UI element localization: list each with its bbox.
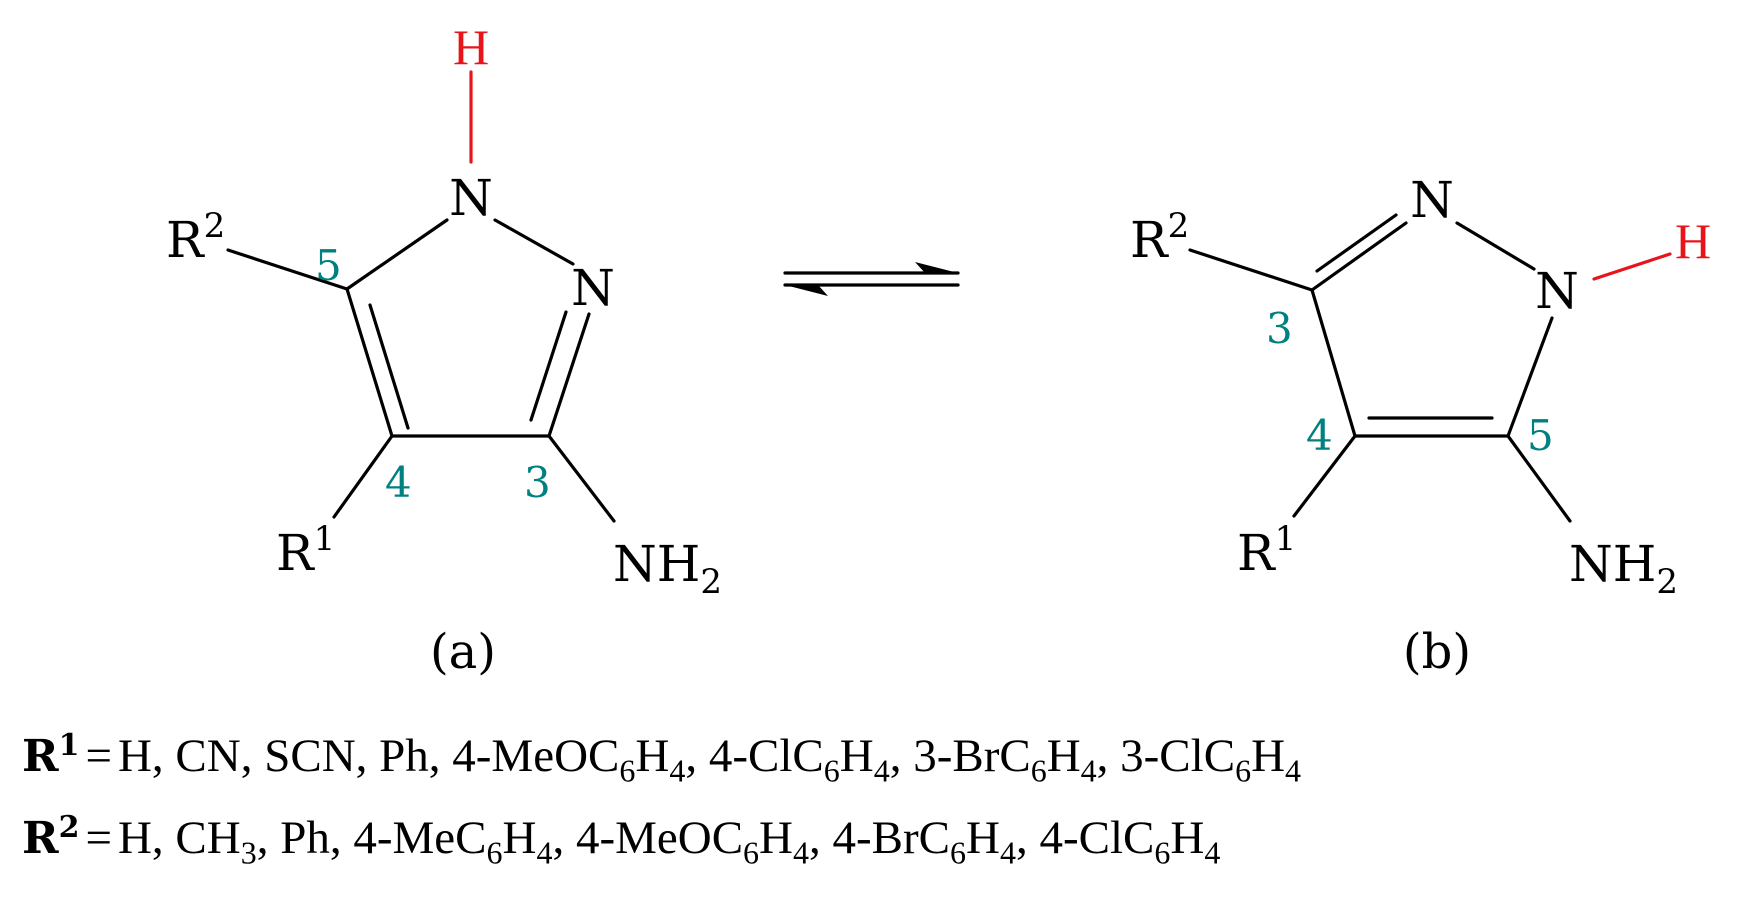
formula-text: H [502,812,537,864]
nh2-label-a: NH2 [613,535,722,602]
bond-c3-r2-b [1188,248,1314,292]
bond-c5-c4-a [345,287,394,438]
formula-subscript: 4 [1080,752,1097,789]
formula-text: H [839,730,874,782]
formula-text: , 4-ClC [685,730,824,782]
bond-n2-n1-b [1455,221,1536,271]
formula-text: H [635,730,670,782]
h-atom-b: H [1675,213,1711,269]
legend-r2: R2=H, CH3, Ph, 4-MeC6H4, 4-MeOC6H4, 4-Br… [22,810,1220,871]
formula-text: H, CH [117,812,241,864]
formula-text: H [1251,730,1286,782]
structure-b: N N H R2 R1 NH2 3 4 5 (b) [1130,171,1711,680]
position-3-b: 3 [1266,304,1293,353]
caption-b: (b) [1403,624,1471,680]
bond-n1-h-b [1592,252,1672,281]
formula-subscript: 6 [1235,752,1252,789]
formula-subscript: 4 [536,834,553,871]
bond-n1-c5-a [345,218,449,291]
formula-subscript: 6 [743,834,760,871]
bond-n1-n2-a [493,218,575,266]
formula-subscript: 6 [950,834,966,871]
bond-c3-nh2-a [547,434,616,523]
position-4-b: 4 [1306,411,1333,460]
r2-label-b: R2 [1130,206,1189,269]
bond-c5-c4-a-inner [368,303,410,430]
caption-a: (a) [430,624,496,680]
legend-r1-equals: = [85,730,112,782]
bond-c3-n2-b-inner [1315,213,1398,273]
nh2-label-b: NH2 [1569,535,1678,602]
bond-c5-nh2-b [1506,434,1572,523]
position-5-b: 5 [1527,411,1554,460]
formula-subscript: 6 [619,752,636,789]
legend-r1-label: R1 [22,728,80,782]
formula-subscript: 4 [1285,752,1302,789]
formula-text: , Ph, 4-MeC [256,812,487,864]
h-atom-a: H [453,19,489,75]
formula-text: H [1046,730,1081,782]
formula-text: , 3-BrC [889,730,1031,782]
forward-arrow-head [915,262,958,273]
n2-atom-b: N [1410,171,1454,229]
n1-atom-a: N [449,169,493,227]
legend-r1-values: H, CN, SCN, Ph, 4-MeOC6H4, 4-ClC6H4, 3-B… [117,730,1301,788]
equilibrium-arrows [783,262,960,296]
formula-text: H [759,812,793,864]
bond-c4-c3-b [1310,288,1357,438]
formula-subscript: 4 [873,752,890,789]
bond-n1-c5-b [1506,316,1554,438]
formula-text: H [966,812,1000,864]
legend-r1: R1=H, CN, SCN, Ph, 4-MeOC6H4, 4-ClC6H4, … [22,728,1301,789]
formula-text: , 4-ClC [1015,812,1155,864]
formula-text: , 4-BrC [809,812,950,864]
formula-text: , 3-ClC [1096,730,1236,782]
legend-r2-label: R2 [22,810,80,864]
bond-c4-r1-a [332,434,394,519]
formula-subscript: 6 [1154,834,1171,871]
bond-c3-n2-a [547,312,591,438]
position-4-a: 4 [385,458,412,507]
position-5-a: 5 [315,241,342,290]
formula-subscript: 6 [486,834,503,871]
formula-text: H [1170,812,1205,864]
legend-r2-equals: = [85,812,112,864]
r1-label-b: R1 [1237,519,1296,582]
n1-atom-b: N [1535,262,1579,320]
structure-a: H N N R2 R1 NH2 5 4 3 (a) [166,19,722,680]
n2-atom-a: N [571,259,615,317]
formula-text: H, CN, SCN, Ph, 4-MeOC [117,730,620,782]
formula-subscript: 4 [999,834,1016,871]
r1-label-a: R1 [276,519,335,582]
formula-subscript: 6 [823,752,840,789]
position-3-a: 3 [524,458,551,507]
bond-c3-n2-a-inner [529,310,568,422]
bond-c5-r2-a [226,248,349,291]
formula-subscript: 4 [793,834,809,871]
bond-c4-r1-b [1292,434,1357,518]
legend-r2-values: H, CH3, Ph, 4-MeC6H4, 4-MeOC6H4, 4-BrC6H… [117,812,1220,870]
formula-subscript: 4 [1204,834,1221,871]
reverse-arrow-head [785,285,828,296]
r2-label-a: R2 [166,206,225,269]
formula-subscript: 6 [1030,752,1047,789]
formula-subscript: 3 [240,834,257,871]
formula-subscript: 4 [669,752,686,789]
bond-c3-n2-b [1310,221,1408,292]
formula-text: , 4-MeOC [552,812,744,864]
